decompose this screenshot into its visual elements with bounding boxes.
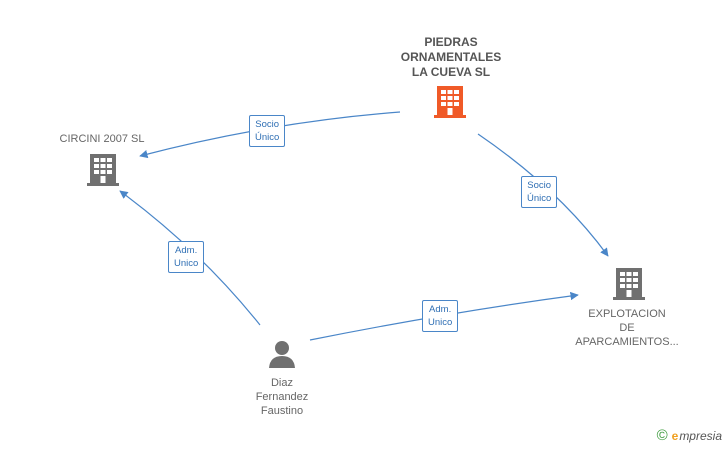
- edge-label-socio-unico[interactable]: Socio Único: [249, 115, 286, 147]
- node-label-diaz[interactable]: Diaz Fernandez Faustino: [255, 377, 309, 417]
- edge-label-adm-unico[interactable]: Adm. Unico: [168, 241, 205, 273]
- empresia-watermark: © empresia: [657, 427, 722, 444]
- brand-logo: empresia: [672, 429, 722, 443]
- person-icon[interactable]: [267, 339, 297, 369]
- brand-name: mpresia: [679, 428, 722, 443]
- copyright-symbol: ©: [656, 427, 668, 444]
- building-icon[interactable]: [612, 266, 646, 302]
- node-label-explotacion[interactable]: EXPLOTACION DE APARCAMIENTOS...: [575, 308, 679, 348]
- edge-label-adm-unico[interactable]: Adm. Unico: [422, 300, 459, 332]
- building-icon[interactable]: [433, 84, 467, 120]
- edge-label-socio-unico[interactable]: Socio Único: [521, 176, 558, 208]
- brand-initial: e: [671, 428, 679, 443]
- building-icon[interactable]: [86, 152, 120, 188]
- node-label-piedras[interactable]: PIEDRAS ORNAMENTALES LA CUEVA SL: [400, 35, 502, 79]
- node-label-circini[interactable]: CIRCINI 2007 SL: [59, 133, 145, 145]
